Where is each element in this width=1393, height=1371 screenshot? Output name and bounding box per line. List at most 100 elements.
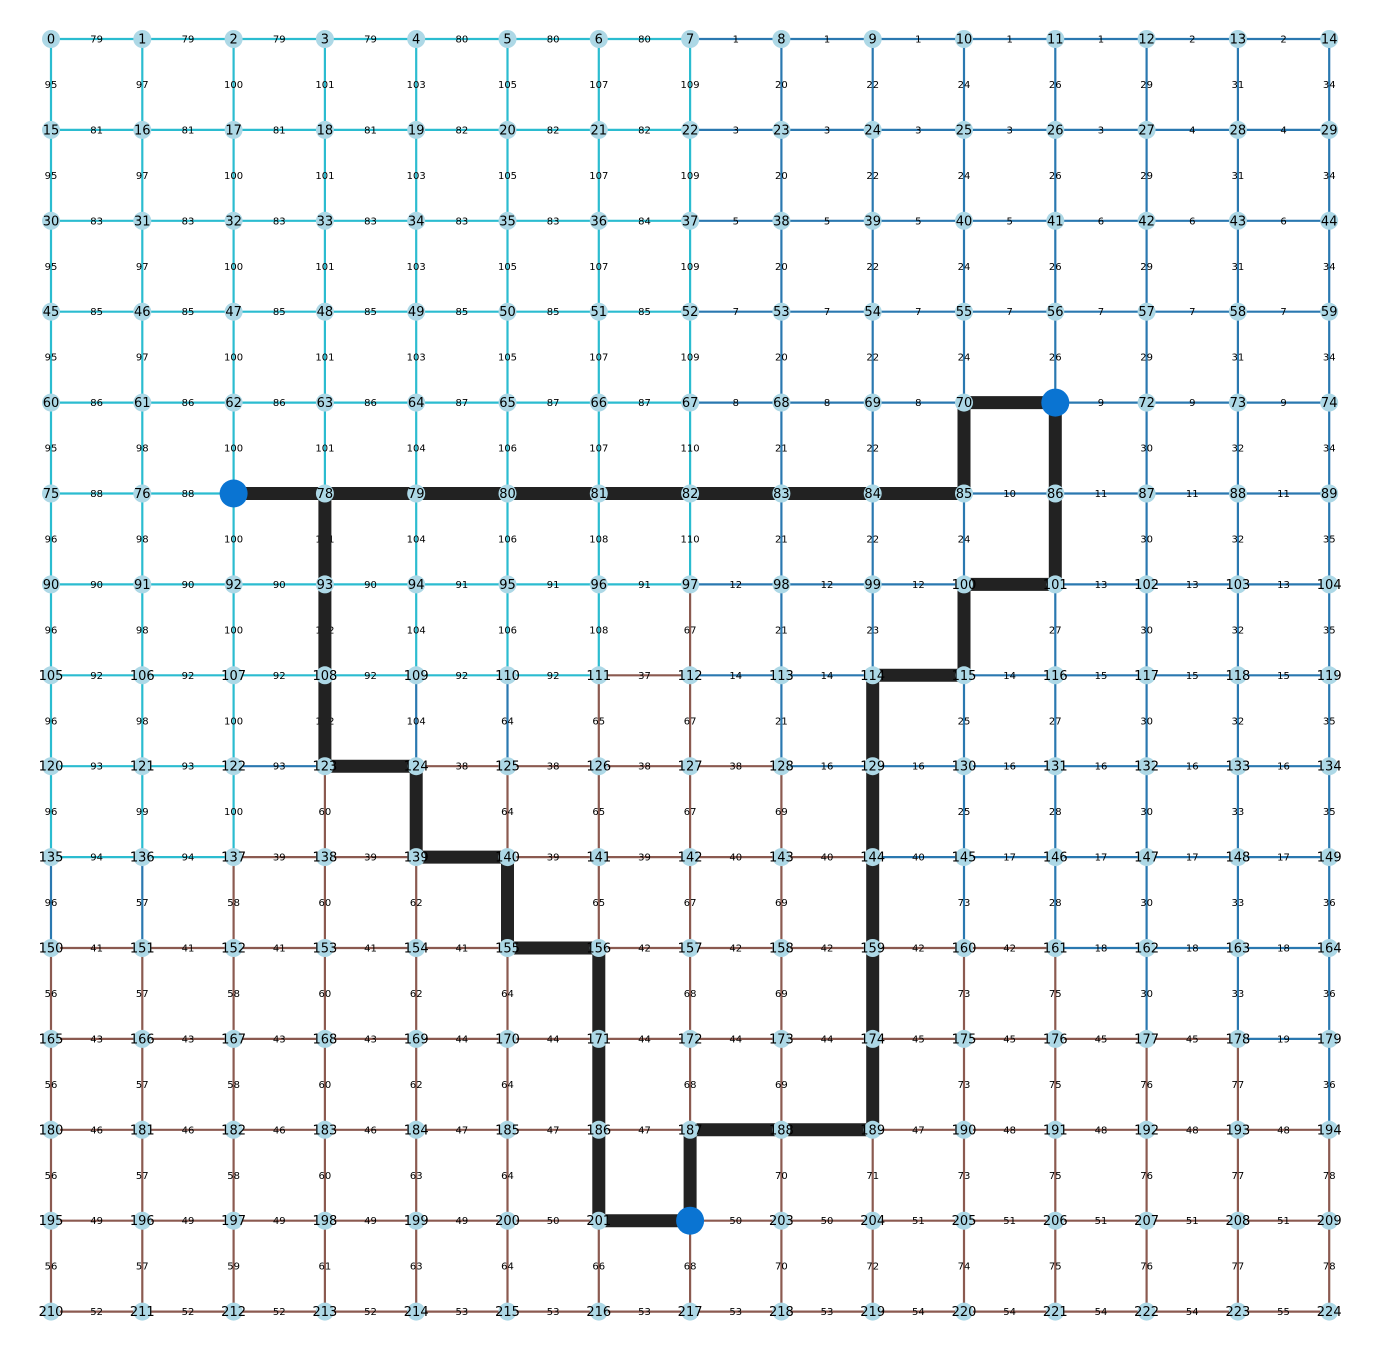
edge-weight: 3	[915, 125, 921, 136]
graph-node	[315, 575, 334, 594]
node-label: 219	[860, 1305, 885, 1320]
graph-node	[955, 939, 973, 957]
edge-weight: 20	[775, 171, 788, 182]
node-label: 55	[956, 305, 973, 320]
graph-node	[407, 575, 426, 594]
edge-weight: 12	[729, 580, 742, 591]
edge-weight: 5	[1006, 216, 1012, 227]
edge-weight: 49	[364, 1216, 377, 1227]
graph-node	[1137, 757, 1156, 776]
graph-node	[315, 1029, 334, 1048]
node-label: 111	[586, 669, 611, 684]
edge-weight: 1	[733, 35, 739, 46]
edge-weight: 60	[319, 1171, 332, 1182]
edge-weight: 78	[1323, 1171, 1336, 1182]
node-label: 213	[312, 1305, 337, 1320]
node-label: 188	[769, 1123, 794, 1138]
edge-weight: 11	[1186, 489, 1199, 500]
node-label: 165	[39, 1032, 64, 1047]
edge-weight: 79	[182, 35, 195, 46]
edge-weight: 71	[866, 1171, 879, 1182]
node-label: 117	[1134, 669, 1159, 684]
node-label: 78	[317, 487, 334, 502]
edge-weight: 100	[224, 444, 243, 455]
node-label: 122	[221, 760, 246, 775]
graph-node	[681, 393, 700, 412]
edge-weight: 24	[958, 80, 971, 91]
node-label: 158	[769, 942, 794, 957]
edge-weight: 57	[136, 1171, 149, 1182]
graph-node	[955, 575, 973, 594]
node-label: 160	[952, 942, 977, 957]
graph-node	[133, 939, 152, 957]
edge-weight: 86	[90, 398, 103, 409]
graph-node	[863, 848, 882, 867]
edge-weight: 98	[136, 534, 149, 545]
node-label: 183	[312, 1123, 337, 1138]
edge-weight: 54	[912, 1307, 925, 1318]
edge-weight: 92	[547, 671, 560, 682]
graph-node	[133, 302, 152, 321]
edge-weight: 56	[45, 989, 58, 1000]
graph-node	[681, 302, 700, 321]
edge-weight: 65	[592, 716, 605, 727]
node-label: 49	[408, 305, 425, 320]
edge-weight: 41	[364, 944, 377, 955]
edge-weight: 12	[821, 580, 834, 591]
graph-node	[863, 757, 882, 776]
node-label: 64	[408, 396, 425, 411]
graph-node	[1228, 757, 1247, 776]
node-label: 15	[43, 123, 60, 138]
edge-weight: 7	[915, 307, 921, 318]
edge-weight: 53	[729, 1307, 742, 1318]
graph-node	[955, 1302, 973, 1321]
edge-weight: 70	[775, 1171, 788, 1182]
node-label: 75	[43, 487, 60, 502]
edge-weight: 103	[407, 262, 426, 273]
edge-weight: 64	[501, 716, 514, 727]
edge-weight: 58	[227, 898, 240, 909]
graph-node	[498, 120, 517, 139]
graph-node	[1228, 1029, 1247, 1048]
node-label: 89	[1321, 487, 1338, 502]
edge-weight: 46	[182, 1125, 195, 1136]
edge-weight: 97	[136, 171, 149, 182]
edge-weight: 34	[1323, 444, 1336, 455]
edge-weight: 32	[1232, 534, 1245, 545]
graph-node	[224, 757, 243, 776]
edge-weight: 33	[1232, 807, 1245, 818]
edge-weight: 83	[182, 216, 195, 227]
edge-weight: 34	[1323, 262, 1336, 273]
node-label: 174	[860, 1032, 885, 1047]
edge-weight: 7	[1189, 307, 1195, 318]
node-label: 148	[1225, 851, 1250, 866]
graph-node	[133, 1302, 152, 1321]
edge-weight: 79	[90, 35, 103, 46]
node-label: 179	[1317, 1032, 1342, 1047]
node-label: 115	[952, 669, 977, 684]
graph-node	[1137, 666, 1156, 685]
edge-weight: 40	[912, 853, 925, 864]
node-label: 84	[864, 487, 881, 502]
edge-weight: 54	[1186, 1307, 1199, 1318]
graph-node	[772, 211, 791, 230]
edge-weight: 90	[273, 580, 286, 591]
graph-node	[42, 393, 60, 412]
node-label: 193	[1225, 1123, 1250, 1138]
node-label: 137	[221, 851, 246, 866]
node-label: 27	[1138, 123, 1155, 138]
graph-node	[315, 666, 334, 685]
edge-weight: 76	[1140, 1262, 1153, 1273]
node-label: 51	[591, 305, 608, 320]
graph-node	[133, 848, 152, 867]
edge-weight: 79	[364, 35, 377, 46]
node-label: 186	[586, 1123, 611, 1138]
edge-weight: 103	[407, 353, 426, 364]
node-label: 3	[321, 33, 329, 48]
graph-node	[498, 484, 517, 503]
node-label: 201	[586, 1214, 611, 1229]
graph-node	[772, 302, 791, 321]
node-label: 220	[952, 1305, 977, 1320]
graph-node	[224, 1120, 243, 1139]
edge-weight: 95	[45, 80, 58, 91]
